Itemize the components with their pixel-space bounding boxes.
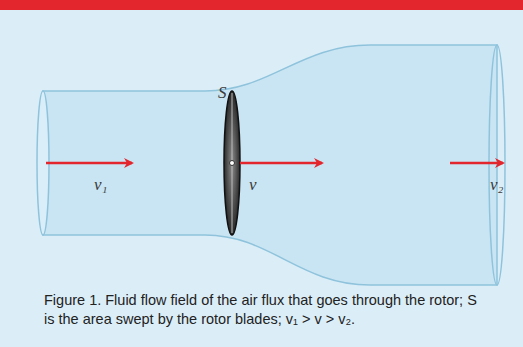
velocity-arrow <box>240 162 322 165</box>
top-bar <box>0 0 523 10</box>
stream-tube <box>43 45 497 285</box>
velocity-arrow <box>46 162 132 165</box>
rotor-hub <box>230 161 235 166</box>
rotor-disk <box>224 91 240 235</box>
velocity-arrow <box>450 162 503 165</box>
figure-caption: Figure 1. Fluid flow field of the air fl… <box>44 291 484 329</box>
velocity-label: v₁ <box>94 176 107 193</box>
velocity-label: v₂ <box>490 176 503 193</box>
velocity-label: v <box>249 176 257 193</box>
area-label: S <box>218 84 227 101</box>
outlet-opening <box>489 45 505 285</box>
